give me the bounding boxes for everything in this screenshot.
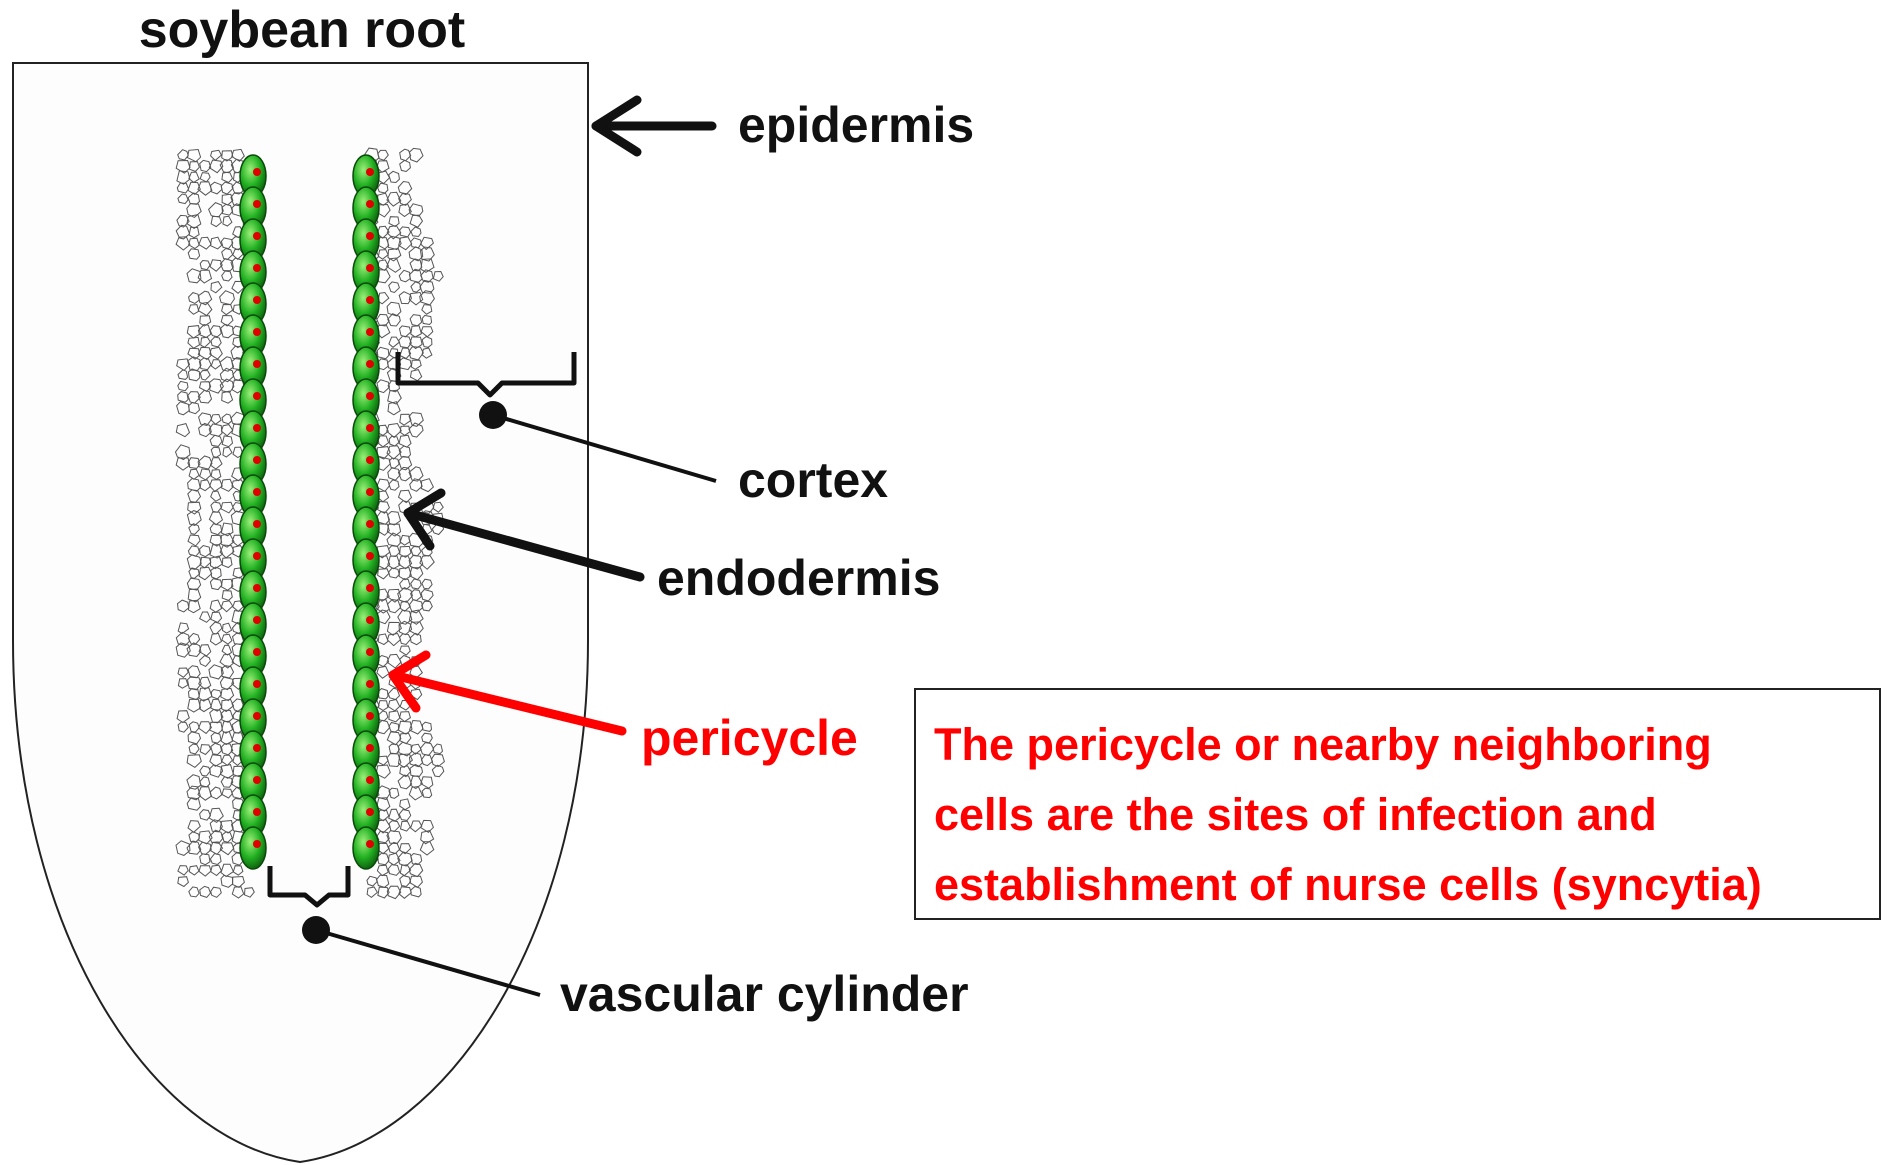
cell-nucleus [366,840,374,848]
cell-nucleus [253,616,261,624]
cell-nucleus [253,424,261,432]
cell-nucleus [366,392,374,400]
cell-nucleus [253,264,261,272]
cell-nucleus [366,200,374,208]
cortex-label: cortex [738,452,888,508]
cell-nucleus [366,360,374,368]
cell-nucleus [366,456,374,464]
cell-nucleus [253,776,261,784]
cell-nucleus [253,808,261,816]
cell-nucleus [253,744,261,752]
cell-nucleus [366,232,374,240]
pericycle-cell [240,827,266,869]
infection-site-callout: The pericycle or nearby neighboring cell… [914,688,1881,920]
cell-nucleus [366,168,374,176]
epidermis-label: epidermis [738,97,974,153]
endodermis-label: endodermis [657,550,940,606]
root-outline [13,63,588,1162]
cell-nucleus [253,296,261,304]
cell-nucleus [366,552,374,560]
cell-nucleus [366,776,374,784]
cell-nucleus [366,520,374,528]
cell-nucleus [366,616,374,624]
cell-nucleus [366,648,374,656]
cell-nucleus [366,328,374,336]
callout-line-1: The pericycle or nearby neighboring [934,710,1879,780]
cell-nucleus [253,712,261,720]
cell-nucleus [366,424,374,432]
cell-nucleus [253,520,261,528]
cell-nucleus [366,744,374,752]
cell-nucleus [366,712,374,720]
vascular-cylinder-label: vascular cylinder [560,966,969,1022]
cell-nucleus [253,552,261,560]
cell-nucleus [253,488,261,496]
cell-nucleus [253,648,261,656]
callout-line-3: establishment of nurse cells (syncytia) [934,850,1879,920]
cell-nucleus [253,840,261,848]
cell-nucleus [253,456,261,464]
cell-nucleus [253,360,261,368]
cell-nucleus [366,296,374,304]
pericycle-cells-left [240,155,266,869]
callout-line-2: cells are the sites of infection and [934,780,1879,850]
epidermis-arrow [596,100,712,152]
cell-nucleus [253,392,261,400]
cell-nucleus [366,680,374,688]
pericycle-label: pericycle [641,710,858,766]
cell-nucleus [366,488,374,496]
cell-nucleus [253,680,261,688]
cell-nucleus [253,232,261,240]
cell-nucleus [253,328,261,336]
pericycle-cells-right [353,155,379,869]
cell-nucleus [366,808,374,816]
cell-nucleus [366,264,374,272]
cell-nucleus [253,584,261,592]
cell-nucleus [366,584,374,592]
root-title: soybean root [139,1,466,59]
pericycle-cell [353,827,379,869]
cell-nucleus [253,168,261,176]
cell-nucleus [253,200,261,208]
